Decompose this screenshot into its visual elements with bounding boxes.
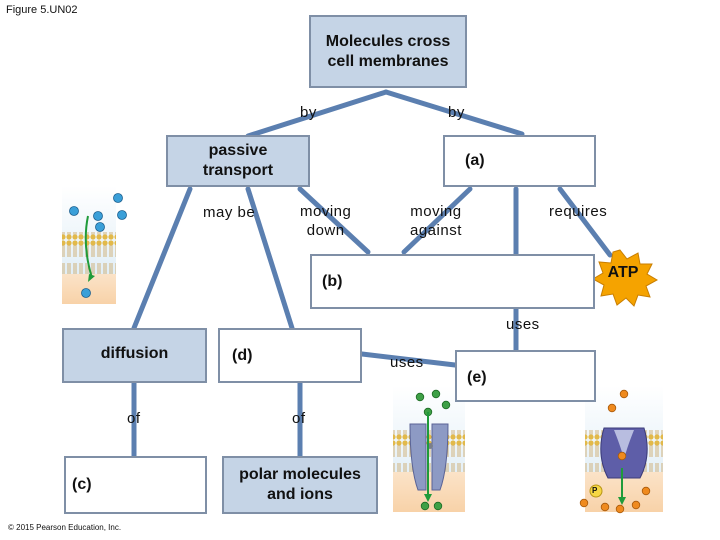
link-may-be: may be <box>203 204 256 221</box>
phosphate-icon <box>589 484 603 498</box>
solute-molecules <box>69 193 127 298</box>
link-uses-top: uses <box>506 316 540 333</box>
diffusion-illustration <box>62 186 127 304</box>
figure-label: Figure 5.UN02 <box>6 4 78 16</box>
node-b: (b) <box>310 254 595 309</box>
atp-label: ATP <box>607 264 639 281</box>
node-polar-molecules: polar molecules and ions <box>222 456 378 514</box>
link-of-right: of <box>292 410 306 427</box>
node-c: (c) <box>64 456 207 514</box>
atp-starburst <box>591 249 659 307</box>
link-uses-mid: uses <box>390 354 424 371</box>
node-root: Molecules cross cell membranes <box>309 15 467 88</box>
link-moving-down: moving down <box>300 203 352 239</box>
phosphate-label: P <box>592 486 598 495</box>
node-a: (a) <box>443 135 596 187</box>
link-moving-against: moving against <box>410 203 462 239</box>
copyright-text: © 2015 Pearson Education, Inc. <box>8 523 122 532</box>
node-d: (d) <box>218 328 362 383</box>
link-of-left: of <box>127 410 141 427</box>
node-passive-transport: passive transport <box>166 135 310 187</box>
connectors <box>131 89 613 459</box>
link-by-left: by <box>300 104 317 121</box>
channel-protein-illustration <box>393 386 465 512</box>
node-diffusion: diffusion <box>62 328 207 383</box>
pump-illustration <box>579 386 663 514</box>
link-by-right: by <box>448 104 465 121</box>
link-requires: requires <box>549 203 608 220</box>
node-e: (e) <box>455 350 596 402</box>
